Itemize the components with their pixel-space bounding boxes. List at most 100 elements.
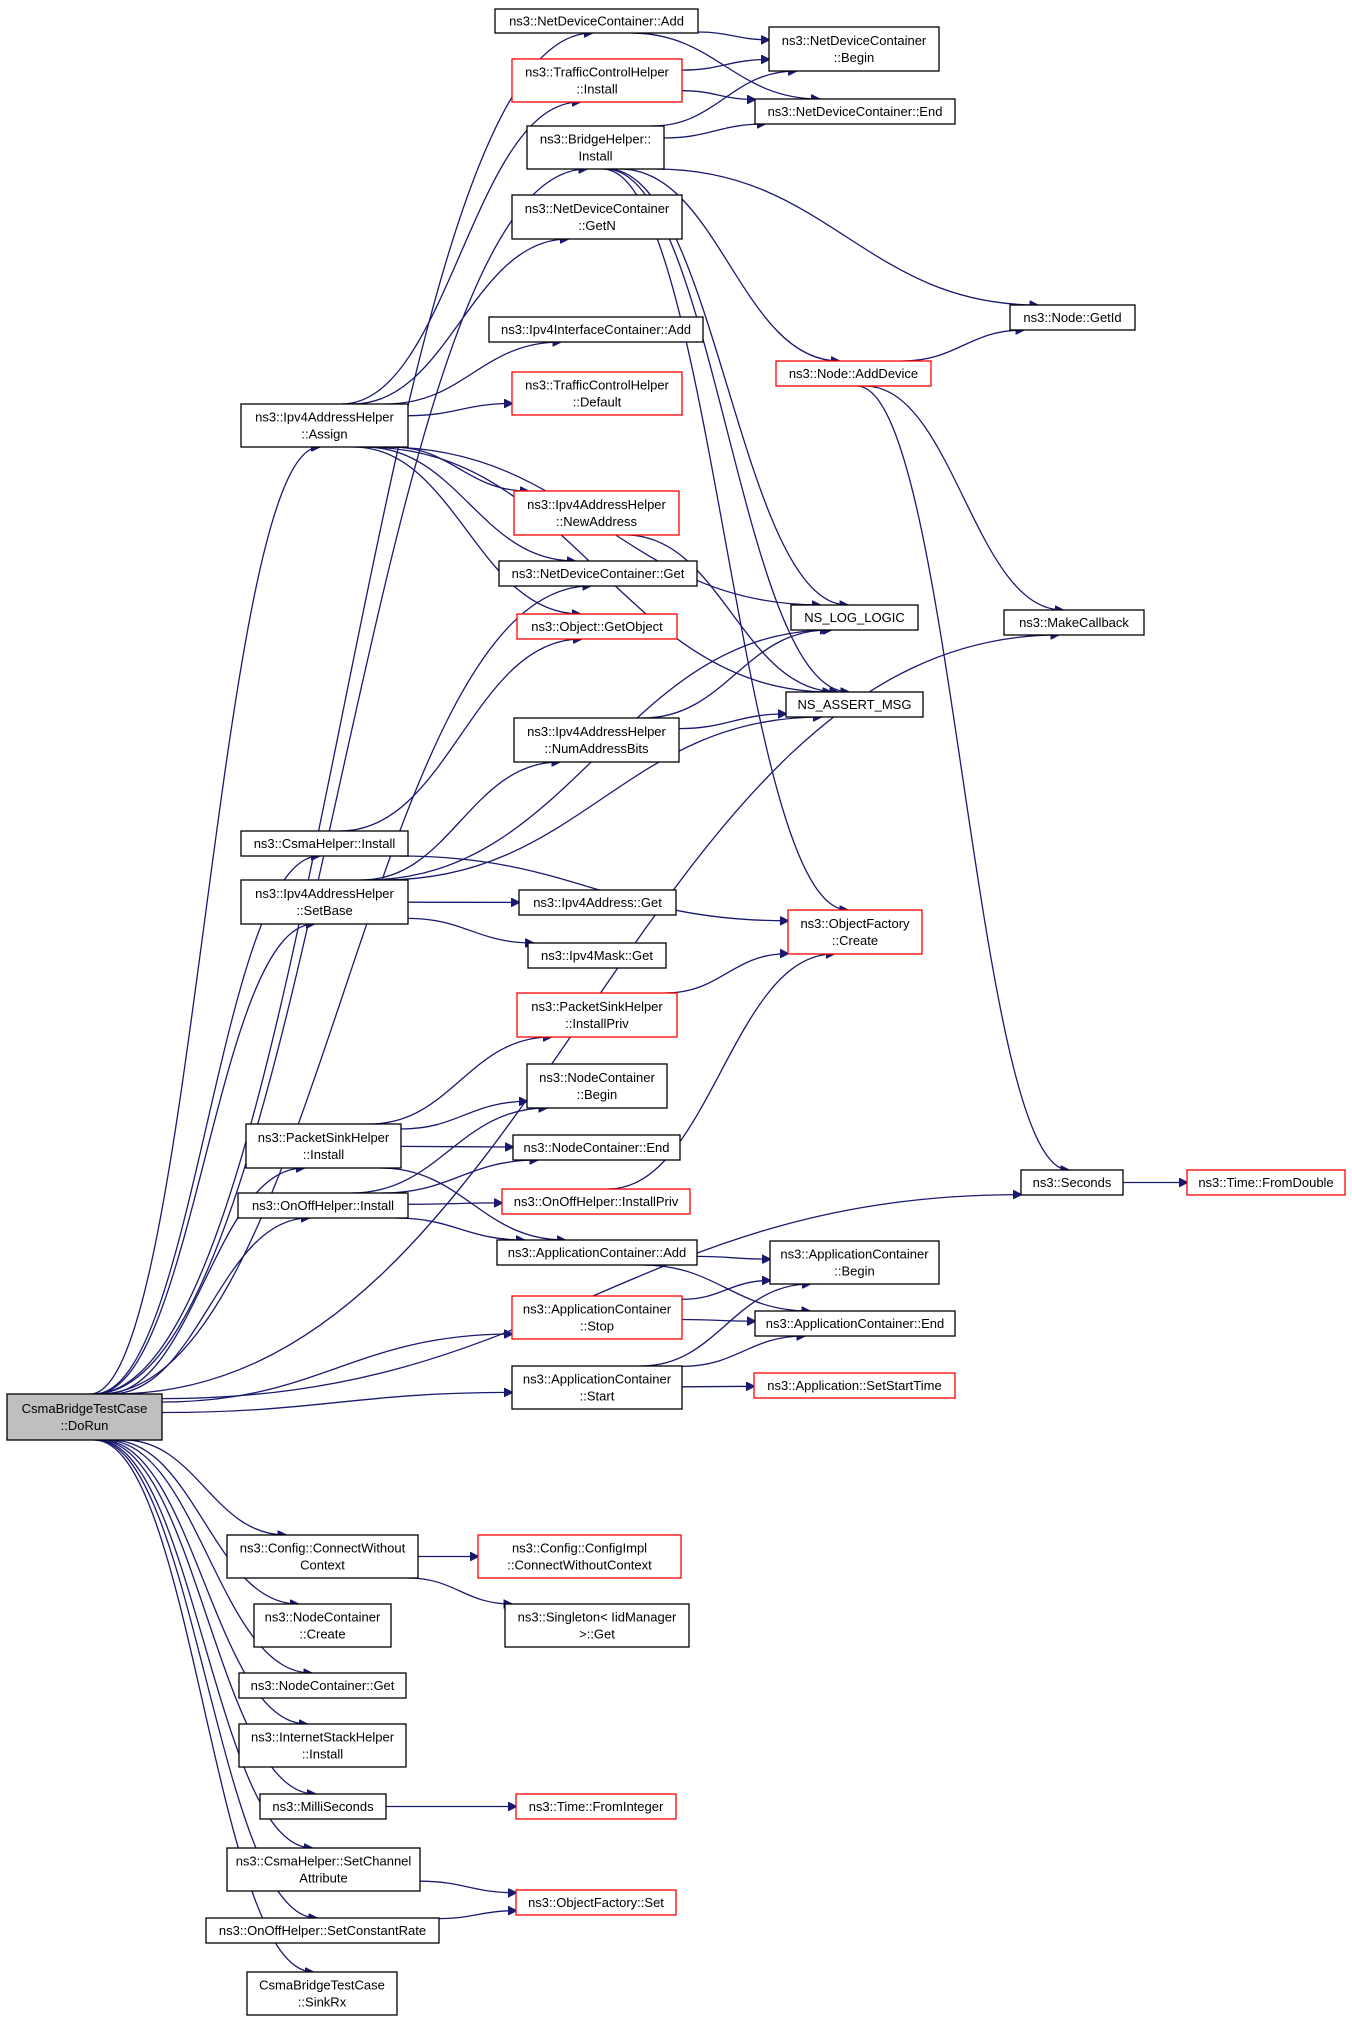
node-objectfactory_set[interactable]: ns3::ObjectFactory::Set <box>515 1889 677 1916</box>
edge-iah_assign-to-tch_default <box>407 404 512 417</box>
node-ipv4address_get[interactable]: ns3::Ipv4Address::Get <box>518 889 677 916</box>
node-ac_start[interactable]: ns3::ApplicationContainer::Start <box>511 1365 683 1410</box>
node-label-iah_setbase-line-1: ::SetBase <box>296 903 352 918</box>
edge-onoff_install-to-ac_add <box>395 1217 524 1240</box>
node-root[interactable]: CsmaBridgeTestCase::DoRun <box>6 1393 163 1441</box>
node-label-ndc_add-line-0: ns3::NetDeviceContainer::Add <box>509 14 684 29</box>
edge-config_connect-to-singleton_get <box>407 1577 512 1604</box>
node-ndc_end[interactable]: ns3::NetDeviceContainer::End <box>754 98 956 125</box>
node-nc_begin[interactable]: ns3::NodeContainer::Begin <box>526 1063 668 1109</box>
node-box-bridge_install <box>526 125 665 170</box>
node-onoff_installpriv[interactable]: ns3::OnOffHelper::InstallPriv <box>501 1188 691 1215</box>
node-box-config_connect <box>226 1534 419 1579</box>
node-psh_installpriv[interactable]: ns3::PacketSinkHelper::InstallPriv <box>516 992 678 1038</box>
node-label-psh_installpriv-line-1: ::InstallPriv <box>565 1016 629 1031</box>
node-label-iah_numaddressbits-line-1: ::NumAddressBits <box>544 741 649 756</box>
node-ndc_add[interactable]: ns3::NetDeviceContainer::Add <box>494 8 699 34</box>
node-box-tch_default <box>511 371 683 416</box>
edge-onoff_setconstantrate-to-objectfactory_set <box>438 1911 516 1920</box>
node-bridge_install[interactable]: ns3::BridgeHelper::Install <box>526 125 665 170</box>
node-label-nc_create-line-1: ::Create <box>299 1627 345 1642</box>
node-time_fromdouble[interactable]: ns3::Time::FromDouble <box>1186 1169 1346 1196</box>
node-onoff_setconstantrate[interactable]: ns3::OnOffHelper::SetConstantRate <box>205 1917 440 1944</box>
edge-iah_assign-to-iic_add <box>385 342 560 405</box>
edge-onoff_install-to-nc_end <box>381 1160 538 1194</box>
node-singleton_get[interactable]: ns3::Singleton< IidManager>::Get <box>504 1603 690 1648</box>
node-node_getid[interactable]: ns3::Node::GetId <box>1009 304 1136 331</box>
node-iah_newaddress[interactable]: ns3::Ipv4AddressHelper::NewAddress <box>513 490 680 536</box>
node-box-time_fromdouble <box>1186 1169 1346 1196</box>
node-label-ns_log_logic-line-0: NS_LOG_LOGIC <box>804 610 904 625</box>
node-make_callback[interactable]: ns3::MakeCallback <box>1003 609 1145 636</box>
node-tch_install[interactable]: ns3::TrafficControlHelper::Install <box>511 58 683 103</box>
node-box-objectfactory_create <box>787 909 923 955</box>
node-box-ndc_begin <box>768 26 940 72</box>
node-ndc_begin[interactable]: ns3::NetDeviceContainer::Begin <box>768 26 940 72</box>
edge-iah_assign-to-iah_newaddress <box>391 446 528 491</box>
edge-ac_add-to-ac_end <box>642 1264 809 1311</box>
edge-iah_setbase-to-iah_numaddressbits <box>361 762 559 881</box>
node-iah_assign[interactable]: ns3::Ipv4AddressHelper::Assign <box>240 403 409 448</box>
node-config_connect[interactable]: ns3::Config::ConnectWithoutContext <box>226 1534 419 1579</box>
node-ndc_get[interactable]: ns3::NetDeviceContainer::Get <box>498 560 698 587</box>
node-label-root-line-0: CsmaBridgeTestCase <box>22 1401 148 1416</box>
node-nc_create[interactable]: ns3::NodeContainer::Create <box>253 1603 392 1648</box>
node-box-csma_install <box>240 830 409 857</box>
edge-bridge_install-to-objectfactory_create <box>602 168 848 910</box>
node-node_adddevice[interactable]: ns3::Node::AddDevice <box>775 360 932 387</box>
edge-ndc_add-to-ndc_begin <box>697 31 769 40</box>
node-iah_numaddressbits[interactable]: ns3::Ipv4AddressHelper::NumAddressBits <box>513 717 680 763</box>
node-ac_begin[interactable]: ns3::ApplicationContainer::Begin <box>769 1240 940 1285</box>
node-tch_default[interactable]: ns3::TrafficControlHelper::Default <box>511 371 683 416</box>
node-iic_add[interactable]: ns3::Ipv4InterfaceContainer::Add <box>488 316 704 343</box>
node-label-tch_default-line-1: ::Default <box>573 395 622 410</box>
edge-psh_install-to-nc_begin <box>400 1101 527 1130</box>
node-ns_log_logic[interactable]: NS_LOG_LOGIC <box>790 604 919 631</box>
edge-root-to-csma_setchannelattr <box>96 1439 313 1848</box>
node-ac_stop[interactable]: ns3::ApplicationContainer::Stop <box>511 1295 683 1340</box>
node-box-node_getid <box>1009 304 1136 331</box>
node-label-app_setstarttime-line-0: ns3::Application::SetStartTime <box>767 1378 941 1393</box>
node-milliseconds[interactable]: ns3::MilliSeconds <box>259 1793 387 1820</box>
node-label-ac_add-line-0: ns3::ApplicationContainer::Add <box>508 1245 687 1260</box>
node-box-ipv4address_get <box>518 889 677 916</box>
node-label-ndc_getn-line-0: ns3::NetDeviceContainer <box>525 201 670 216</box>
node-seconds[interactable]: ns3::Seconds <box>1020 1169 1124 1196</box>
node-psh_install[interactable]: ns3::PacketSinkHelper::Install <box>245 1123 402 1169</box>
node-label-csma_setchannelattr-line-0: ns3::CsmaHelper::SetChannel <box>236 1854 412 1869</box>
node-app_setstarttime[interactable]: ns3::Application::SetStartTime <box>753 1372 956 1399</box>
edge-root-to-ndc_get <box>98 586 591 1395</box>
edge-iah_assign-to-ndc_get <box>364 446 575 561</box>
node-ish_install[interactable]: ns3::InternetStackHelper::Install <box>238 1723 407 1768</box>
node-sinkrx[interactable]: CsmaBridgeTestCase::SinkRx <box>246 1971 398 2016</box>
node-onoff_install[interactable]: ns3::OnOffHelper::Install <box>237 1192 409 1219</box>
node-box-ipv4mask_get <box>527 942 667 969</box>
node-iah_setbase[interactable]: ns3::Ipv4AddressHelper::SetBase <box>240 879 409 925</box>
node-label-psh_installpriv-line-0: ns3::PacketSinkHelper <box>531 999 663 1014</box>
edge-root-to-onoff_install <box>110 1218 309 1395</box>
node-time_frominteger[interactable]: ns3::Time::FromInteger <box>515 1793 677 1820</box>
node-label-onoff_install-line-0: ns3::OnOffHelper::Install <box>252 1198 394 1213</box>
node-ndc_getn[interactable]: ns3::NetDeviceContainer::GetN <box>511 194 683 240</box>
node-label-csma_install-line-0: ns3::CsmaHelper::Install <box>254 836 396 851</box>
node-ns_assert_msg[interactable]: NS_ASSERT_MSG <box>785 691 924 718</box>
node-box-ac_stop <box>511 1295 683 1340</box>
node-configimpl_connect[interactable]: ns3::Config::ConfigImpl::ConnectWithoutC… <box>477 1534 682 1579</box>
node-nc_end[interactable]: ns3::NodeContainer::End <box>512 1134 681 1161</box>
node-box-make_callback <box>1003 609 1145 636</box>
node-ac_end[interactable]: ns3::ApplicationContainer::End <box>754 1310 956 1337</box>
node-label-bridge_install-line-1: Install <box>579 149 613 164</box>
node-object_getobject[interactable]: ns3::Object::GetObject <box>516 613 678 640</box>
node-objectfactory_create[interactable]: ns3::ObjectFactory::Create <box>787 909 923 955</box>
edge-tch_install-to-ndc_end <box>681 90 755 100</box>
edge-ac_start-to-ac_end <box>681 1336 805 1368</box>
node-csma_install[interactable]: ns3::CsmaHelper::Install <box>240 830 409 857</box>
edge-iah_newaddress-to-ns_assert_msg <box>626 534 838 692</box>
node-ac_add[interactable]: ns3::ApplicationContainer::Add <box>496 1239 698 1266</box>
edge-root-to-nc_create <box>110 1439 298 1604</box>
node-box-milliseconds <box>259 1793 387 1820</box>
node-box-configimpl_connect <box>477 1534 682 1579</box>
node-nc_get[interactable]: ns3::NodeContainer::Get <box>238 1672 407 1699</box>
node-ipv4mask_get[interactable]: ns3::Ipv4Mask::Get <box>527 942 667 969</box>
